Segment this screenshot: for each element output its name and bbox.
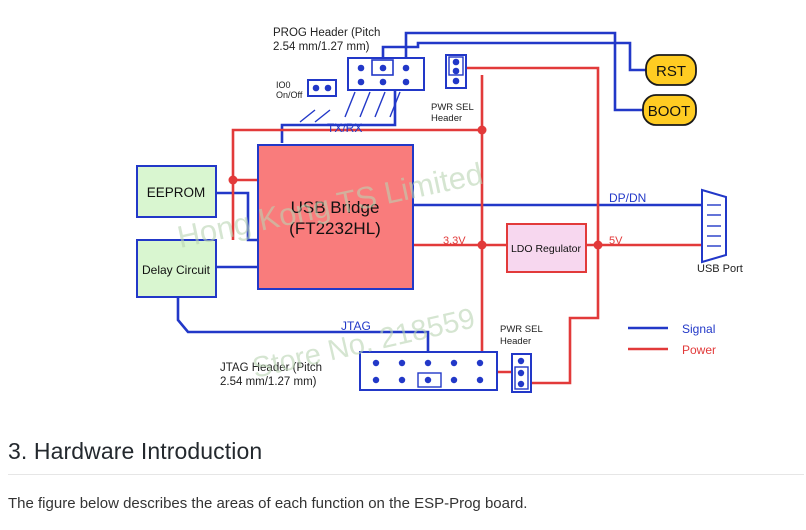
signal-lines <box>176 31 702 352</box>
dpdn-label: DP/DN <box>609 191 646 205</box>
io0-label-line2: On/Off <box>276 90 303 100</box>
io0-switch <box>307 79 337 97</box>
txrx-label: TX/RX <box>327 121 362 135</box>
txrx-signal-line <box>280 90 397 143</box>
delay-circuit-block: Delay Circuit <box>136 239 217 298</box>
legend-signal-label: Signal <box>682 322 715 336</box>
usb-bridge-label-line1: USB Bridge <box>291 198 380 217</box>
pwr-sel-header-top <box>445 54 467 89</box>
pwr-sel-label-line2: Header <box>431 113 462 124</box>
usb-bridge-block: USB Bridge (FT2232HL) <box>257 144 414 290</box>
section-title: 3. Hardware Introduction <box>8 438 263 464</box>
power-junctions <box>228 125 603 250</box>
boot-signal-line <box>404 31 646 112</box>
prog-header <box>347 57 425 91</box>
boot-label: BOOT <box>648 103 691 120</box>
rst-signal-line <box>381 41 646 72</box>
power-top-line <box>231 128 480 163</box>
delay-circuit-label: Delay Circuit <box>142 263 211 277</box>
jtag-label: JTAG <box>341 319 371 333</box>
usb-port-icon <box>701 188 727 264</box>
io0-label-line1: IO0 <box>276 80 291 90</box>
ldo-regulator-block: LDO Regulator <box>506 223 587 273</box>
txrx-bus-lines <box>299 91 401 123</box>
pwr-sel-header-bottom <box>511 353 532 393</box>
jtag-header-label-line1: JTAG Header (Pitch <box>220 362 322 374</box>
section-description: The figure below describes the areas of … <box>8 495 528 512</box>
rst-button: RST <box>645 54 697 86</box>
v33-label: 3.3V <box>443 235 466 247</box>
pwr-sel2-label-line2: Header <box>500 336 531 347</box>
v5-label: 5V <box>609 235 623 247</box>
power-lines <box>231 66 702 385</box>
boot-button: BOOT <box>642 94 697 126</box>
eeprom-block: EEPROM <box>136 165 217 218</box>
block-diagram: PROG Header (Pitch 2.54 mm/1.27 mm) IO0 … <box>136 27 743 393</box>
power-right-loop <box>466 66 600 385</box>
usb-port-label: USB Port <box>697 263 743 275</box>
jtag-signal-line <box>176 297 430 352</box>
pwr-sel-label-line1: PWR SEL <box>431 102 474 113</box>
section-divider <box>8 474 804 475</box>
ldo-label: LDO Regulator <box>511 243 582 255</box>
prog-header-label-line2: 2.54 mm/1.27 mm) <box>273 41 370 53</box>
jtag-header <box>359 351 498 391</box>
jtag-header-label-line2: 2.54 mm/1.27 mm) <box>220 376 317 388</box>
rst-label: RST <box>656 63 686 80</box>
prog-header-label-line1: PROG Header (Pitch <box>273 27 380 39</box>
legend-power-label: Power <box>682 343 716 357</box>
eeprom-label: EEPROM <box>147 185 206 200</box>
usb-bridge-label-line2: (FT2232HL) <box>289 219 381 238</box>
pwr-sel2-label-line1: PWR SEL <box>500 324 543 335</box>
